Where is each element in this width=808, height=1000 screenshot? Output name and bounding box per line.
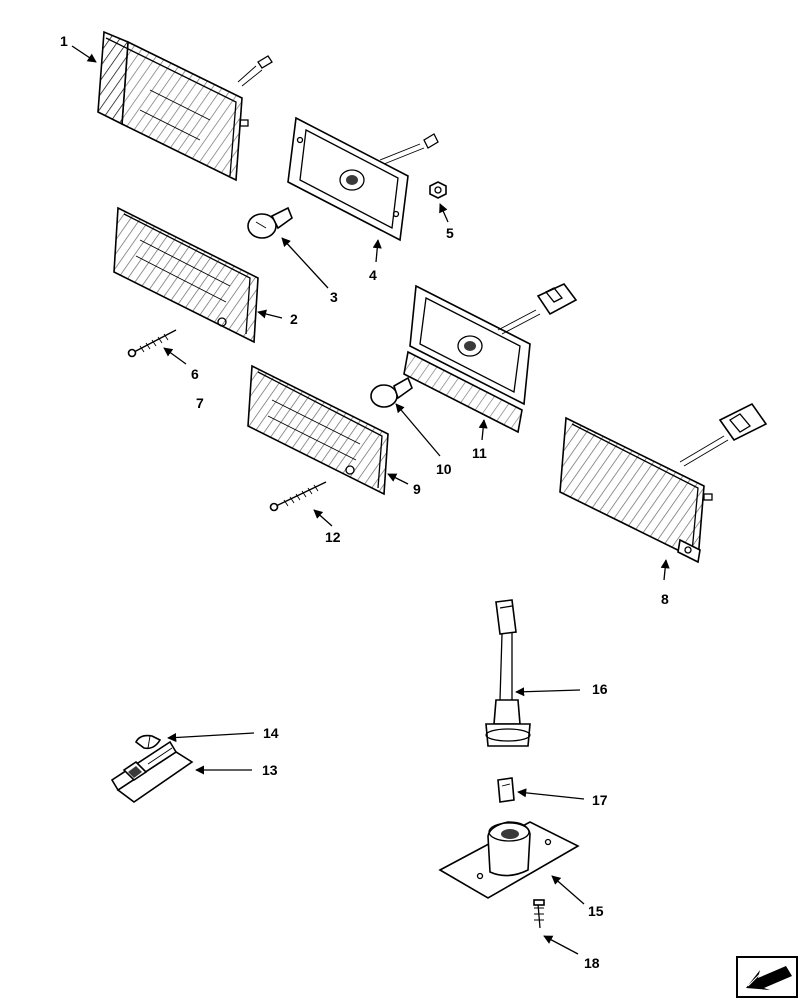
callout-7: 7 — [196, 395, 204, 411]
callout-9: 9 — [413, 481, 421, 497]
bulb-14 — [134, 734, 162, 750]
callout-4: 4 — [369, 267, 377, 283]
gasket-4 — [287, 116, 439, 242]
callout-2: 2 — [290, 311, 298, 327]
screw-18 — [533, 899, 545, 929]
callout-18: 18 — [584, 955, 600, 971]
callout-6: 6 — [191, 366, 199, 382]
callout-11: 11 — [472, 445, 487, 461]
arrow-nav-icon[interactable] — [736, 956, 798, 998]
callout-16: 16 — [592, 681, 608, 697]
callout-17: 17 — [592, 792, 608, 808]
screw-6 — [127, 329, 177, 358]
screw-12 — [269, 481, 327, 512]
callout-14: 14 — [263, 725, 279, 741]
bulb-10 — [370, 376, 413, 408]
nut-5 — [429, 181, 447, 199]
lamp-1 — [97, 30, 273, 182]
callout-3: 3 — [330, 289, 338, 305]
lamp-8 — [559, 402, 768, 564]
leader-lines — [71, 45, 670, 955]
callout-15: 15 — [588, 903, 604, 919]
lamp-13 — [110, 740, 194, 803]
callout-labels: 1 2 3 4 5 6 7 8 9 10 11 12 13 14 15 16 1… — [60, 33, 669, 971]
callout-8: 8 — [661, 591, 669, 607]
bulb-3 — [247, 206, 293, 239]
gasket-11 — [403, 283, 578, 434]
harness-16 — [485, 599, 531, 747]
callout-13: 13 — [262, 762, 278, 778]
callout-1: 1 — [60, 33, 68, 49]
callout-12: 12 — [325, 529, 341, 545]
callout-5: 5 — [446, 225, 454, 241]
lamp-9 — [247, 364, 389, 496]
plate-15 — [438, 821, 580, 899]
bulb-17 — [497, 777, 515, 803]
callout-10: 10 — [436, 461, 452, 477]
lamp-2 — [113, 206, 259, 344]
